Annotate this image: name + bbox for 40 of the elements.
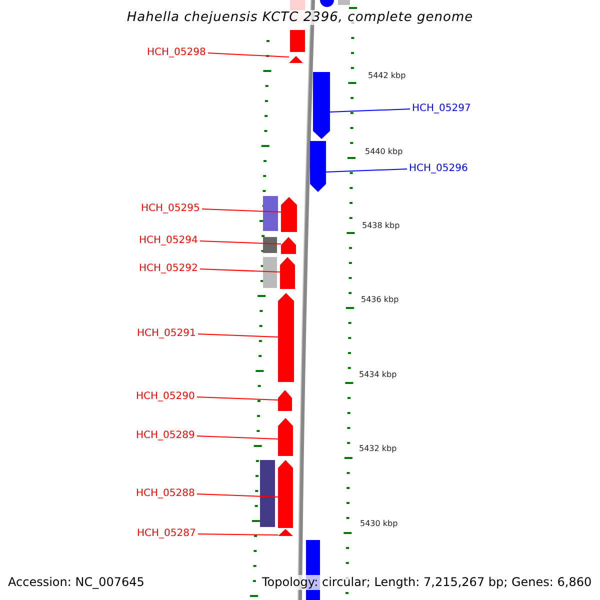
leader-line — [196, 494, 278, 498]
scale-label: 5442 kbp — [368, 71, 406, 81]
gene-label: HCH_05294 — [139, 235, 198, 247]
gene-label: HCH_05288 — [136, 488, 195, 500]
gene-bar — [280, 257, 295, 289]
gene-label: HCH_05290 — [136, 391, 195, 403]
leader-line — [330, 108, 410, 112]
scale-label: 5440 kbp — [365, 147, 403, 157]
scale-label: 5432 kbp — [359, 444, 397, 454]
gene-bar — [278, 418, 293, 456]
leader-line — [208, 52, 290, 58]
gene-label: HCH_05296 — [409, 163, 468, 175]
gene-label: HCH_05287 — [137, 528, 196, 540]
leader-line — [196, 396, 278, 400]
gene-bar — [278, 390, 292, 411]
leader-line — [196, 436, 278, 440]
scale-label: 5438 kbp — [362, 221, 400, 231]
gene-bar — [313, 72, 330, 139]
gene-bar — [289, 56, 303, 63]
leader-line — [198, 534, 278, 536]
leader-line — [202, 208, 282, 212]
accession-text: Accession: NC_007645 — [8, 575, 144, 590]
gene-bar — [281, 197, 297, 232]
scale-label: 5430 kbp — [360, 519, 398, 529]
gene-label: HCH_05295 — [141, 203, 200, 215]
leader-line — [200, 268, 280, 272]
leader-line — [326, 168, 408, 172]
gene-label: HCH_05292 — [139, 263, 198, 275]
scale-label: 5436 kbp — [361, 295, 399, 305]
leader-line — [198, 334, 278, 338]
gene-bar — [278, 293, 294, 382]
gene-label: HCH_05289 — [136, 430, 195, 442]
title: Hahella chejuensis KCTC 2396, complete genome — [126, 10, 474, 25]
gene-bar — [281, 237, 296, 254]
genome-info-text: Topology: circular; Length: 7,215,267 bp; Genes: 6,860 — [262, 575, 592, 590]
gene-bar — [310, 141, 326, 192]
gene-label: HCH_05297 — [412, 103, 471, 115]
gene-label: HCH_05298 — [147, 47, 206, 59]
gene-label: HCH_05291 — [137, 328, 196, 340]
scale-label: 5434 kbp — [359, 370, 397, 380]
